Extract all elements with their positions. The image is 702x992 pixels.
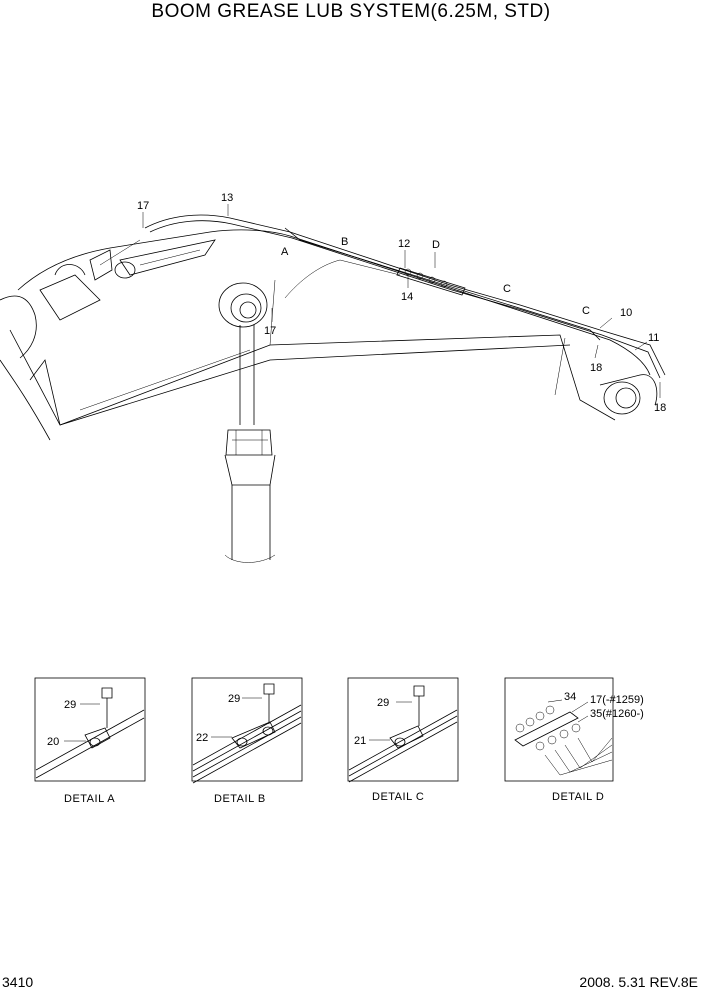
detail-c-panel: 29 21: [347, 677, 459, 783]
detail-a-part-20: 20: [47, 736, 59, 748]
detail-a-panel: 29 20: [34, 677, 146, 782]
detail-b-panel: 29 22: [191, 677, 303, 784]
callout-10: 10: [620, 307, 632, 319]
detail-b-part-29: 29: [228, 693, 240, 705]
detail-d-panel: 34 17(-#1259) 35(#1260-): [504, 677, 644, 782]
detail-b-label: DETAIL B: [214, 793, 266, 805]
callout-d: D: [432, 239, 440, 251]
detail-d-part-17: 17(-#1259): [590, 694, 644, 706]
detail-d-part-34: 34: [564, 691, 576, 703]
revision-date: 2008. 5.31 REV.8E: [579, 974, 698, 990]
callout-b: B: [341, 236, 348, 248]
callout-11: 11: [648, 332, 659, 344]
callout-17-bottom: 17: [264, 325, 276, 337]
callout-17-top: 17: [137, 200, 149, 212]
page-number: 3410: [2, 974, 34, 990]
detail-c-label: DETAIL C: [372, 791, 424, 803]
detail-d-label: DETAIL D: [552, 791, 604, 803]
callout-14: 14: [401, 291, 413, 303]
callout-18-right: 18: [654, 402, 666, 414]
callout-18-left: 18: [590, 362, 602, 374]
callout-a: A: [281, 246, 289, 258]
callout-c-first: C: [503, 283, 511, 295]
detail-d-part-35: 35(#1260-): [590, 708, 644, 720]
callout-12: 12: [398, 238, 410, 250]
boom-cylinder: [218, 282, 276, 563]
detail-a-label: DETAIL A: [64, 793, 115, 805]
callout-c-second: C: [582, 305, 590, 317]
callout-13: 13: [221, 192, 233, 204]
page-title: BOOM GREASE LUB SYSTEM(6.25M, STD): [151, 1, 551, 22]
detail-c-part-21: 21: [354, 735, 366, 747]
detail-a-part-29: 29: [64, 699, 76, 711]
fitting-block-d: [396, 267, 466, 296]
leader-lines: [142, 204, 661, 398]
detail-c-part-29: 29: [377, 697, 389, 709]
grease-lines: [99, 214, 666, 379]
boom-body: [0, 227, 658, 441]
callout-labels: 17 13 A B 12 D 14 17 C C 10 11 18 18: [137, 192, 666, 414]
detail-b-part-22: 22: [196, 732, 208, 744]
